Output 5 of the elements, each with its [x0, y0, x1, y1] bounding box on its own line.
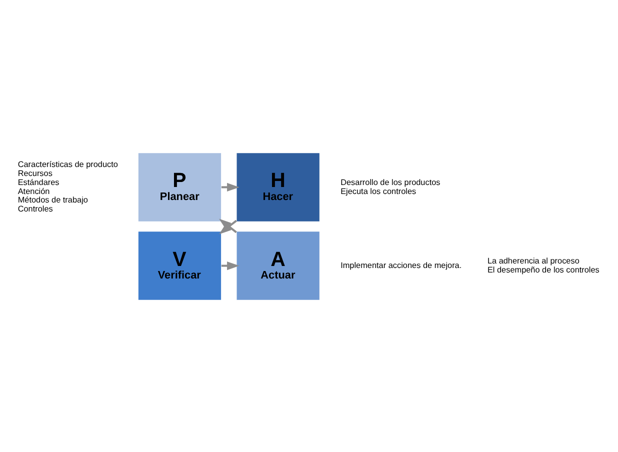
node-box: H Hacer [236, 152, 320, 222]
node-box: V Verificar [138, 230, 222, 300]
arrow [221, 260, 240, 270]
node-box: A Actuar [236, 230, 320, 300]
node-box: P Planear [138, 152, 222, 222]
